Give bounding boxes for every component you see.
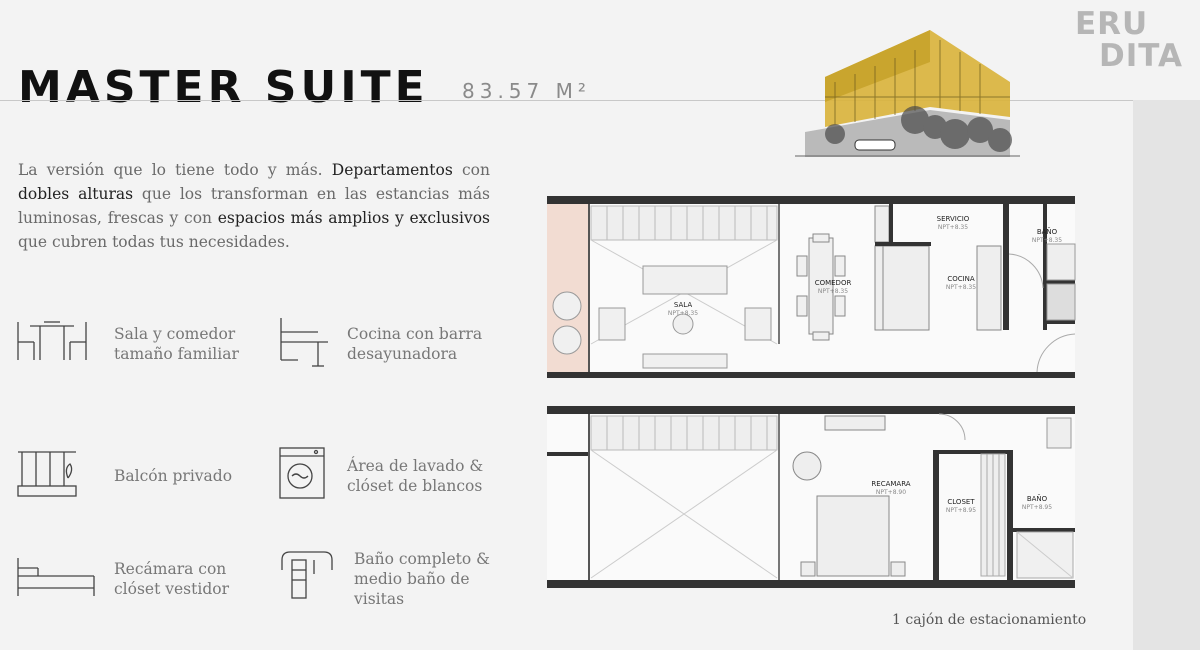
building-illustration — [795, 30, 1020, 157]
feature-line: Balcón privado — [114, 467, 233, 485]
feature-bedroom: Recámara con clóset vestidor — [114, 559, 229, 599]
brand-logo: ERU DITA — [1075, 8, 1183, 72]
room-label-bano-lower: BAÑO — [1027, 494, 1048, 503]
room-label-cocina: COCINA — [947, 275, 975, 283]
npt-recamara: NPT+8.90 — [876, 489, 906, 496]
feature-kitchen: Cocina con barra desayunadora — [347, 324, 482, 364]
bed-icon — [17, 558, 95, 596]
feature-laundry: Área de lavado & clóset de blancos — [347, 456, 483, 496]
intro-bold-1: Departamentos — [331, 161, 453, 179]
room-label-closet: CLOSET — [947, 498, 975, 506]
npt-servicio: NPT+8.35 — [938, 224, 968, 231]
parking-caption: 1 cajón de estacionamiento — [892, 612, 1087, 628]
intro-paragraph: La versión que lo tiene todo y más. Depa… — [18, 158, 490, 254]
feature-balcony: Balcón privado — [114, 466, 232, 486]
intro-bold-3: espacios más amplios y exclusivos — [217, 209, 490, 227]
feature-living-dining: Sala y comedor tamaño familiar — [114, 324, 239, 364]
unit-area: 83.57 M² — [462, 79, 591, 103]
npt-comedor: NPT+8.35 — [818, 288, 848, 295]
page-title: MASTER SUITE — [18, 62, 429, 113]
feature-line: Recámara con — [114, 560, 227, 578]
washing-machine-icon — [279, 447, 325, 499]
feature-line: clóset de blancos — [347, 477, 483, 495]
header-divider — [0, 100, 1133, 101]
room-label-servicio: SERVICIO — [937, 215, 970, 223]
feature-line: clóset vestidor — [114, 580, 229, 598]
intro-text-1: La versión que lo tiene todo y más. — [18, 161, 332, 179]
intro-text-4: que cubren todas tus necesidades. — [18, 233, 290, 251]
intro-bold-2: dobles alturas — [18, 185, 134, 203]
room-label-recamara: RECAMARA — [871, 480, 910, 488]
balcony-icon — [17, 451, 77, 497]
feature-line: Sala y comedor — [114, 325, 236, 343]
feature-line: Baño completo & — [354, 550, 490, 568]
feature-line: Área de lavado & — [347, 457, 484, 475]
right-side-panel — [1133, 100, 1200, 650]
feature-line: medio baño de — [354, 570, 470, 588]
lower-floor-plan: RECAMARA NPT+8.90 CLOSET NPT+8.95 BAÑO N… — [547, 406, 1075, 588]
intro-text-2: con — [452, 161, 490, 179]
kitchen-bar-icon — [280, 318, 328, 367]
logo-line-2: DITA — [1099, 38, 1183, 74]
npt-sala: NPT+8.35 — [668, 310, 698, 317]
npt-bano-lower: NPT+8.95 — [1022, 504, 1052, 511]
feature-bathroom: Baño completo & medio baño de visitas — [354, 549, 490, 609]
npt-bano-upper: NPT+8.35 — [1032, 237, 1062, 244]
room-label-sala: SALA — [674, 301, 692, 309]
intro-text-3: que los transforman en las estancias más… — [18, 185, 491, 227]
feature-line: desayunadora — [347, 345, 458, 363]
feature-line: visitas — [354, 590, 405, 608]
dining-table-icon — [17, 321, 87, 360]
feature-line: Cocina con barra — [347, 325, 483, 343]
npt-cocina: NPT+8.35 — [946, 284, 976, 291]
npt-closet: NPT+8.95 — [946, 507, 976, 514]
feature-line: tamaño familiar — [114, 345, 239, 363]
room-label-comedor: COMEDOR — [815, 279, 852, 287]
upper-floor-plan: SALA NPT+8.35 COMEDOR NPT+8.35 SERVICIO … — [547, 196, 1076, 378]
logo-line-1: ERU — [1075, 6, 1149, 42]
bathroom-icon — [281, 551, 333, 599]
room-label-bano-upper: BAÑO — [1037, 227, 1058, 236]
